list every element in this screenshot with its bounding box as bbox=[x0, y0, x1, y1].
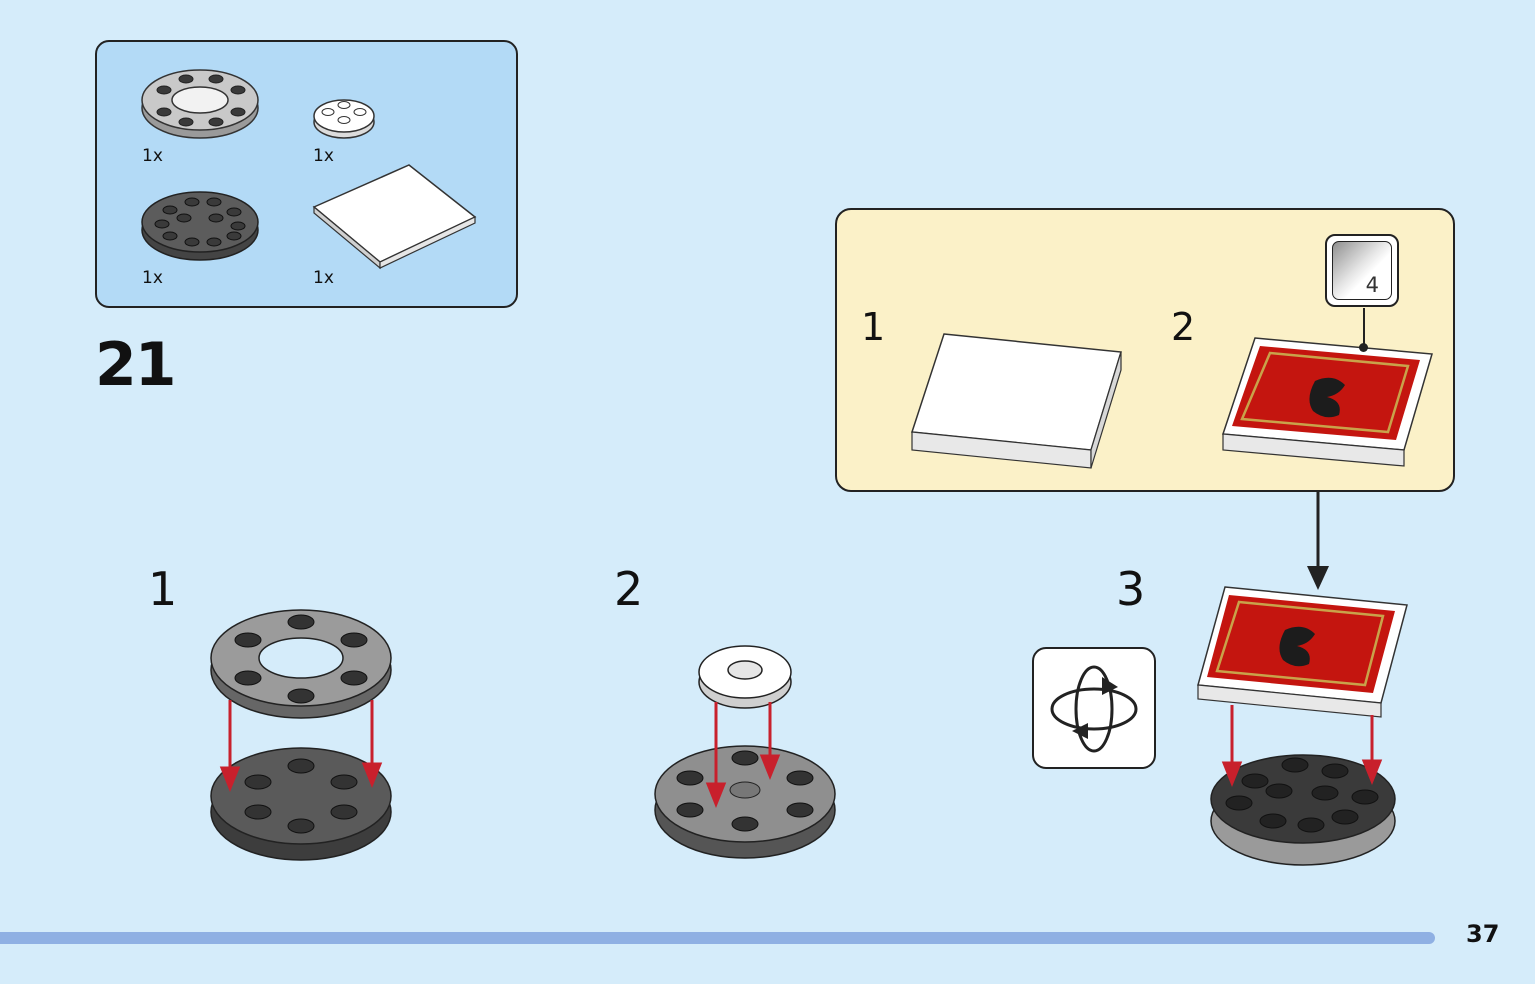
part-tile-white bbox=[312, 164, 477, 270]
part-qty: 1x bbox=[313, 146, 334, 166]
tile-white-blank bbox=[910, 333, 1122, 469]
parts-list-box: 1x 1x 1x 1x bbox=[95, 40, 518, 308]
substep-3-illustration bbox=[1197, 586, 1408, 866]
step-number: 21 bbox=[95, 330, 176, 400]
substep-number: 2 bbox=[614, 562, 644, 616]
part-qty: 1x bbox=[142, 146, 163, 166]
substep-1-illustration bbox=[210, 609, 392, 861]
substep-number: 1 bbox=[148, 562, 178, 616]
part-qty: 1x bbox=[142, 268, 163, 288]
sticker-callout-box: 1 2 bbox=[835, 208, 1455, 492]
sticker-pointer-line bbox=[1363, 308, 1365, 346]
sticker-peel-icon: 4 bbox=[1332, 241, 1392, 300]
sticker-number: 4 bbox=[1365, 273, 1379, 297]
part-round-plate-4x4-dark-gray bbox=[141, 191, 259, 261]
page-number: 37 bbox=[1466, 920, 1500, 948]
substep-2-illustration bbox=[654, 645, 836, 859]
footer-progress-bar bbox=[0, 932, 1435, 944]
callout-step-number: 1 bbox=[861, 305, 886, 349]
callout-step-number: 2 bbox=[1171, 305, 1196, 349]
part-round-plate-2x2-white bbox=[313, 99, 375, 139]
part-qty: 1x bbox=[313, 268, 334, 288]
rotate-model-box bbox=[1032, 647, 1156, 769]
substep-number: 3 bbox=[1116, 562, 1146, 616]
sticker-sheet-badge: 4 bbox=[1325, 234, 1399, 307]
tile-red-sticker bbox=[1221, 337, 1433, 467]
callout-down-arrow bbox=[1307, 490, 1329, 590]
sticker-pointer-dot bbox=[1359, 343, 1368, 352]
part-round-ring-plate bbox=[141, 69, 259, 139]
rotate-icon bbox=[1050, 665, 1138, 753]
